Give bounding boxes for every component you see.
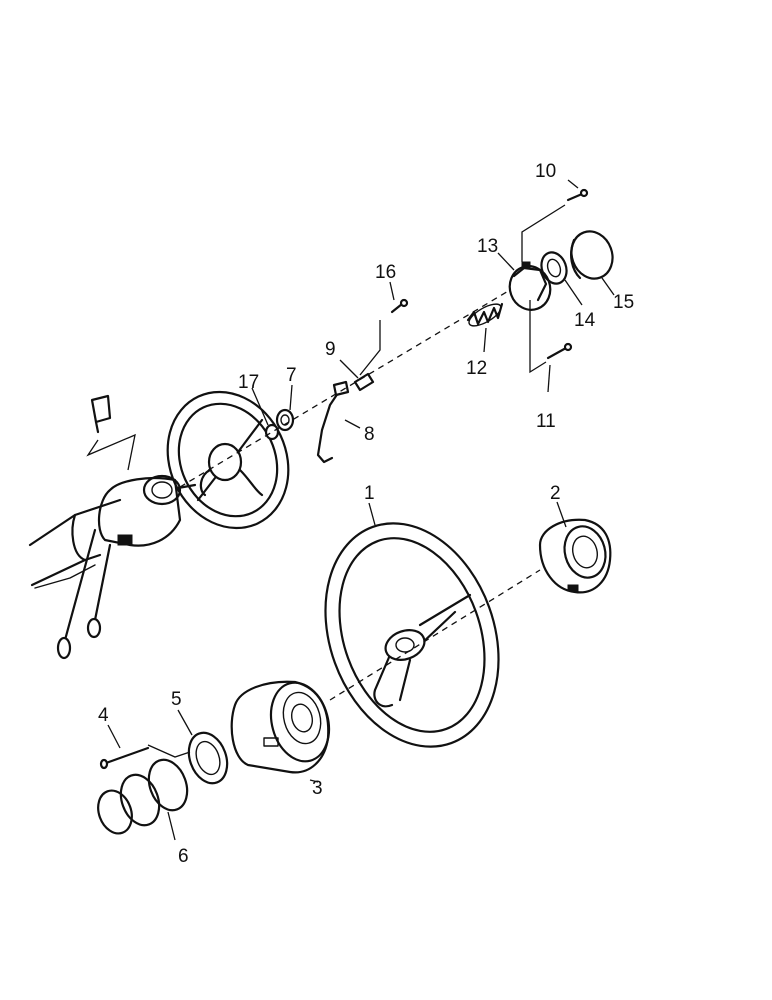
callout-16: 16 [375, 262, 396, 283]
nut-17 [264, 423, 280, 441]
callout-4: 4 [98, 705, 109, 726]
screw-11 [546, 342, 573, 360]
retainer-ring-14 [540, 251, 568, 285]
horn-contact-8 [316, 380, 350, 464]
snap-ring-5 [187, 731, 229, 785]
washer-7 [275, 408, 295, 432]
callout-2: 2 [550, 483, 561, 504]
callout-12: 12 [466, 358, 487, 379]
horn-cap-15 [570, 230, 614, 280]
callout-leaders [107, 179, 615, 841]
column-cover-3 [230, 680, 331, 774]
callout-9: 9 [325, 339, 336, 360]
callout-14: 14 [574, 310, 596, 331]
steering-column [28, 394, 197, 660]
screw-4 [99, 746, 150, 770]
callout-8: 8 [364, 424, 375, 445]
callout-1: 1 [364, 483, 375, 504]
screw-16 [390, 298, 409, 314]
callout-13: 13 [477, 236, 498, 257]
callout-10: 10 [535, 161, 556, 182]
callout-7: 7 [286, 365, 297, 386]
upper-steering-wheel [166, 390, 290, 530]
callout-6: 6 [178, 846, 189, 867]
ring-set-6 [97, 758, 189, 835]
spring-12 [466, 302, 504, 327]
callout-15: 15 [613, 292, 634, 313]
callout-3: 3 [312, 778, 323, 799]
screw-10 [566, 188, 589, 202]
bolt-9 [353, 372, 375, 392]
callout-11: 11 [536, 411, 556, 432]
callout-17: 17 [238, 372, 259, 393]
steering-wheel-1 [324, 522, 500, 748]
hub-adapter-2 [538, 518, 612, 594]
callout-5: 5 [171, 689, 182, 710]
